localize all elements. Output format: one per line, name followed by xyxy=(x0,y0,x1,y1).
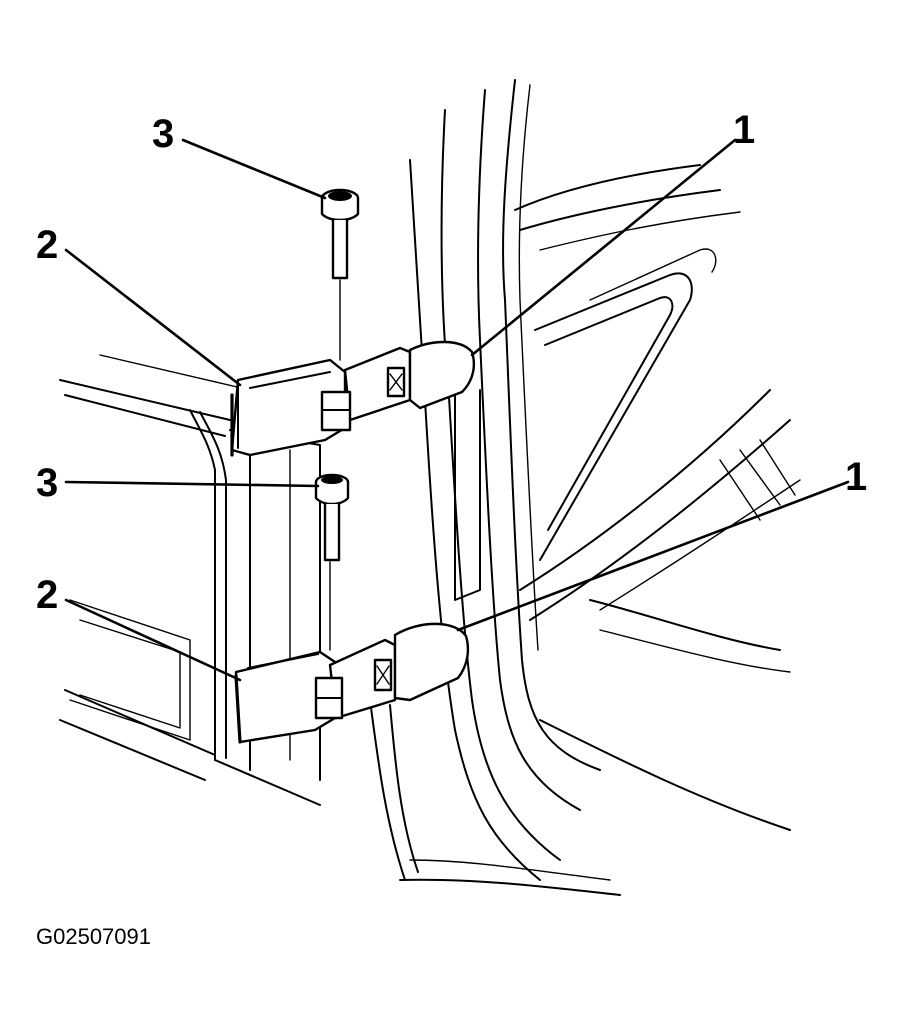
callout-label-hinge-lower-body: 1 xyxy=(845,455,867,499)
lower-hinge xyxy=(234,622,470,744)
upper-pin xyxy=(320,188,360,361)
upper-hinge xyxy=(230,340,481,601)
lower-pin xyxy=(314,473,350,651)
vehicle-body-drawing xyxy=(369,79,801,896)
callout-label-pin-lower: 3 xyxy=(36,461,58,505)
callout-label-hinge-upper-door: 2 xyxy=(36,223,58,267)
callout-label-hinge-upper-body: 1 xyxy=(733,108,755,152)
leader-lines xyxy=(64,138,850,682)
callout-label-pin-upper: 3 xyxy=(152,112,174,156)
callout-label-hinge-lower-door: 2 xyxy=(36,573,58,617)
figure-id-code: G02507091 xyxy=(36,924,151,949)
